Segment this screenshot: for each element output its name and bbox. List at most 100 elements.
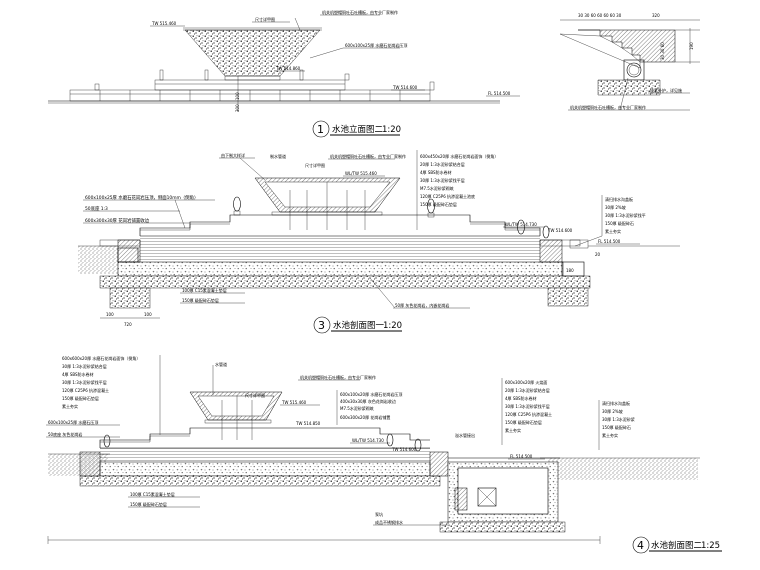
s2-left-spec-2: 4厚 SBS防水卷材: [62, 371, 94, 377]
view-title: 水池立面图二: [332, 124, 384, 135]
view-number: 3: [318, 319, 325, 332]
label-dim-320: 320: [652, 13, 660, 18]
label-dim-left: 30 30 60: [660, 42, 665, 60]
s2-pump-pit: [439, 457, 566, 533]
s2-concrete-slab: [99, 461, 431, 477]
s1-right-spec: 600x450x20厚 水磨石花岗岩面饰（倒角） 20厚 1:3水泥砂浆结合层 …: [416, 150, 498, 230]
s1-dim-180: 180: [566, 268, 574, 273]
label-tw-top: TW 515.460: [151, 21, 177, 26]
s1-label-top-d: 尺寸详甲图: [305, 162, 325, 168]
concrete-slab: [117, 261, 564, 277]
label-tw-right: TW 514.600: [392, 85, 418, 90]
s1-dim-0: 100: [106, 312, 114, 317]
view-elevation-2: 机关机塑帽铜吐石吐槽板，由专业厂家制作 尺寸详甲图 TW 515.460 600…: [48, 9, 520, 138]
label-top-note: 机关机塑帽铜吐石吐槽板，由专业厂家制作: [322, 9, 398, 15]
s2-right-spec-2: 4厚 SBS防水卷材: [505, 395, 537, 401]
s1-far-right-0: 清扫排水沟盖板: [605, 196, 633, 202]
label-note2: 机关机塑帽铜吐石吐槽板，由专业厂家制作: [570, 104, 646, 110]
s2-right-spec-0: 600x300x20厚 火烧面: [505, 379, 547, 385]
s2-gravel-bed: [79, 475, 441, 487]
s2-bottom-b: 150厚 级配碎石垫层: [130, 501, 167, 507]
s2-mid-spec-2: M7.5水泥砂浆砌筑: [340, 405, 374, 411]
s2-pump-note: 泵坑: [375, 511, 383, 517]
s1-left-spec-2: 600x300x30厚 花岗岩铺置收边: [85, 217, 150, 224]
view-section-2: 600x600x20厚 水磨石花岗岩面饰（倒角） 30厚 1:3水泥砂浆结合层 …: [46, 355, 722, 554]
s2-top-c: 尺寸详甲图: [245, 392, 265, 398]
view-detail: 30 30 60 60 60 60 30 320 190 30 30 60 成套…: [559, 13, 700, 111]
s2-side-note: 溢水管接出: [455, 432, 475, 438]
s2-right-spec-1: 20厚 1:3水泥砂浆结合层: [505, 387, 550, 393]
view-scale: 1:20: [382, 125, 401, 135]
view-title: 水池剖面图二: [651, 540, 703, 551]
s2-top-a: 机关机塑帽铜吐石吐槽板，由专业厂家制作: [300, 374, 376, 380]
s2-top-b: 水管道: [215, 361, 227, 367]
pipe-icon: [626, 62, 642, 78]
s1-label-top-c: 机关机塑帽铜吐石吐槽板，由专业厂家制作: [330, 153, 406, 159]
s1-right-spec-6: 150厚 级配碎石垫层: [420, 201, 457, 207]
s1-right-spec-2: 4厚 SBS防水卷材: [420, 169, 452, 175]
s2-left-low-0: 600x100x25厚 水磨石压顶: [48, 419, 98, 425]
s2-right-spec-5: 150厚 级配碎石垫层: [505, 419, 542, 425]
s1-bottom-a: 100厚 C15素混凝土垫层: [182, 287, 227, 293]
label-top-row: 600x100x25厚 水磨石花岗岩压顶: [345, 42, 407, 48]
s1-label-top-b: 制水管道: [270, 153, 286, 159]
label-dim-190: 190: [689, 42, 694, 50]
s2-tw-b: WL/TW 514.730: [352, 438, 384, 443]
s1-far-right-1: 30厚 2%坡: [605, 204, 626, 210]
s1-far-right-spec: 清扫排水沟盖板 30厚 2%坡 30厚 1:3水泥砂浆找平 150厚 级配碎石 …: [574, 195, 646, 247]
s2-right-spec: 600x300x20厚 火烧面 20厚 1:3水泥砂浆结合层 4厚 SBS防水卷…: [501, 378, 552, 445]
planter-left: [233, 196, 241, 216]
s1-fl-right: FL 514.500: [598, 239, 621, 244]
s1-bottom-note: 50厚 灰色花岗岩，内嵌花岗岩: [395, 302, 449, 308]
view-title-1: 1 水池立面图二 1:20: [312, 120, 401, 138]
label-dim-v: 100: [235, 92, 240, 100]
s2-left-spec-0: 600x600x20厚 水磨石花岗岩面饰（倒角）: [62, 355, 140, 361]
s1-label-tw: WL/TW 515.460: [345, 171, 377, 176]
s2-left-low-1: 50底座 灰色花岗岩: [48, 431, 82, 437]
label-dim-h: 300: [235, 104, 240, 112]
s1-right-spec-3: 30厚 1:3水泥砂浆找平层: [420, 177, 465, 183]
s2-tw-c: TW 514.600: [391, 447, 417, 452]
s2-right-spec-4: 120厚 C25P6 抗渗混凝土: [505, 411, 552, 417]
view-title-4: 4 水池剖面图二 1:25: [632, 536, 722, 554]
gravel-bed: [99, 275, 591, 289]
s1-left-spec-1: 50底座 1:3: [85, 205, 108, 212]
s2-left-spec-4: 120厚 C25P6 抗渗混凝土: [62, 387, 109, 393]
s2-far-right-2: 30厚 1:3水泥砂浆: [602, 416, 635, 422]
view-scale: 1:25: [701, 541, 720, 551]
s2-far-right-3: 150厚 级配碎石: [602, 424, 631, 430]
s1-right-spec-5: 120厚 C25P6 抗渗混凝土池底: [420, 193, 475, 199]
s2-mid-spec: 600x100x20厚 水磨石花岗岩压顶 400x30x30厚 灰色花岗岩收边 …: [336, 390, 402, 425]
s1-label-top-a: 由下制大样详: [221, 152, 245, 158]
s2-left-spec-1: 30厚 1:3水泥砂浆结合层: [62, 363, 107, 369]
label-tw-mid: TW 514.860: [275, 66, 301, 71]
s2-far-right-4: 素土夯实: [602, 432, 618, 438]
pool-water: [140, 236, 540, 262]
s2-far-right-spec: 清扫排水沟盖板 30厚 2%坡 30厚 1:3水泥砂浆 150厚 级配碎石 素土…: [598, 400, 635, 450]
s2-pump-note2: 成品不锈钢排水: [375, 519, 403, 525]
s1-far-right-3: 150厚 级配碎石: [605, 220, 634, 226]
coping-step: [578, 29, 676, 63]
label-dims-top: 30 30 60 60 60 60 30: [578, 13, 622, 18]
s1-bottom-b: 150厚 级配碎石垫层: [182, 297, 219, 303]
s2-mid-spec-3: 600x300x20厚 花岗岩铺置: [340, 414, 390, 420]
s1-tw-right: TW 514.600: [547, 228, 573, 233]
s1-dim-2: 100: [144, 312, 152, 317]
s1-left-spec-0: 600x100x25厚 水磨石花岗岩压顶，侧面10mm（倒角）: [85, 194, 198, 201]
view-number: 4: [637, 539, 644, 552]
s2-left-spec: 600x600x20厚 水磨石花岗岩面饰（倒角） 30厚 1:3水泥砂浆结合层 …: [62, 355, 161, 435]
view-section-1: 由下制大样详 制水管道 机关机塑帽铜吐石吐槽板，由专业厂家制作 尺寸详甲图 WL…: [78, 150, 680, 334]
s1-far-right-2: 30厚 1:3水泥砂浆找平: [605, 212, 646, 218]
s1-right-spec-1: 20厚 1:3水泥砂浆结合层: [420, 161, 465, 167]
s1-right-spec-0: 600x450x20厚 水磨石花岗岩面饰（倒角）: [420, 153, 498, 159]
s2-mid-spec-1: 400x30x30厚 灰色花岗岩收边: [340, 398, 396, 404]
label-note1: 成套外护，详见施: [650, 87, 682, 93]
view-title: 水池剖面图一: [333, 320, 385, 331]
s2-left-spec-6: 素土夯实: [62, 403, 78, 409]
label-fl: FL 514.500: [488, 91, 511, 96]
s2-right-spec-6: 素土夯实: [505, 427, 521, 433]
s2-pool-water: [100, 448, 430, 462]
s2-fl: FL 514.500: [510, 454, 533, 459]
s2-tw-a: TW 514.850: [295, 421, 321, 426]
